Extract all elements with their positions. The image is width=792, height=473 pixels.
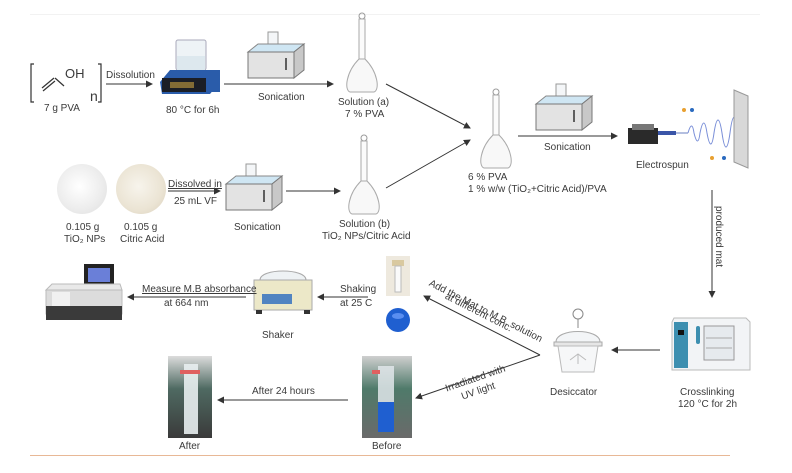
citric-line2: Citric Acid	[120, 234, 165, 245]
pva-oh-group: OH	[65, 66, 85, 81]
bottom-rule	[30, 455, 730, 456]
arrow-add-mat	[423, 295, 541, 356]
crosslinking-line1: Crosslinking	[680, 387, 735, 398]
ultrasonic-bath-icon	[224, 163, 284, 212]
sonication1-label: Sonication	[258, 92, 305, 103]
solution-a-line1: Solution (a)	[338, 97, 390, 108]
volumetric-flask-b-icon	[348, 134, 380, 215]
hotplate-label: 80 °C for 6h	[166, 105, 220, 116]
citric-acid-powder-icon	[116, 164, 166, 214]
desiccator-label: Desiccator	[550, 387, 598, 398]
mb-sample-vial-icon	[386, 256, 410, 332]
desiccator-icon	[553, 308, 603, 373]
after-photo	[168, 356, 212, 438]
dissolved-line1: Dissolved in	[168, 179, 222, 190]
shaker-label: Shaker	[262, 330, 294, 341]
uv-vis-spectrophotometer-icon	[44, 264, 123, 320]
ultrasonic-bath-icon	[534, 83, 594, 132]
shaker-icon	[253, 270, 313, 314]
after-label: After	[179, 441, 201, 452]
tio2-line2: TiO₂ NPs	[64, 234, 106, 245]
mixed-line1: 6 % PVA	[468, 172, 508, 183]
citric-line1: 0.105 g	[124, 222, 158, 233]
before-label: Before	[372, 441, 402, 452]
pva-label: 7 g PVA	[44, 103, 80, 114]
tio2-line1: 0.105 g	[66, 222, 100, 233]
electrospun-label: Electrospun	[636, 160, 689, 171]
shaking-line1: Shaking	[340, 284, 377, 295]
dissolved-line2: 25 mL VF	[174, 196, 217, 207]
shaking-line2: at 25 C	[340, 298, 373, 309]
arrow-irradiated	[415, 354, 541, 400]
pva-subscript-n: n	[90, 88, 98, 104]
sonication2-label: Sonication	[234, 222, 281, 233]
sonication3-label: Sonication	[544, 142, 591, 153]
volumetric-flask-mixed-icon	[480, 88, 512, 169]
before-photo	[362, 356, 412, 438]
arrow-solution-a-to-mixed	[385, 83, 471, 129]
hotplate-stirrer-icon	[160, 39, 220, 94]
solution-b-line1: Solution (b)	[339, 219, 391, 230]
produced-mat-label: produced mat	[713, 206, 724, 268]
crosslinking-line2: 120 °C for 2h	[678, 399, 738, 410]
after-24h-label: After 24 hours	[252, 386, 315, 397]
tio2-powder-icon	[57, 164, 107, 214]
measure-line1: Measure M.B absorbance	[142, 284, 257, 295]
solution-a-line2: 7 % PVA	[345, 109, 385, 120]
dissolution-label: Dissolution	[106, 70, 155, 81]
volumetric-flask-a-icon	[346, 12, 378, 93]
arrow-solution-b-to-mixed	[385, 139, 471, 189]
pva-structure-icon	[30, 63, 102, 103]
measure-line2: at 664 nm	[164, 298, 209, 309]
top-rule	[30, 14, 760, 15]
solution-b-line2: TiO₂ NPs/Citric Acid	[322, 231, 411, 242]
electrospinning-icon	[628, 89, 749, 169]
mixed-line2: 1 % w/w (TiO₂+Citric Acid)/PVA	[468, 184, 607, 195]
ultrasonic-bath-icon	[246, 31, 306, 80]
oven-icon	[671, 317, 751, 371]
